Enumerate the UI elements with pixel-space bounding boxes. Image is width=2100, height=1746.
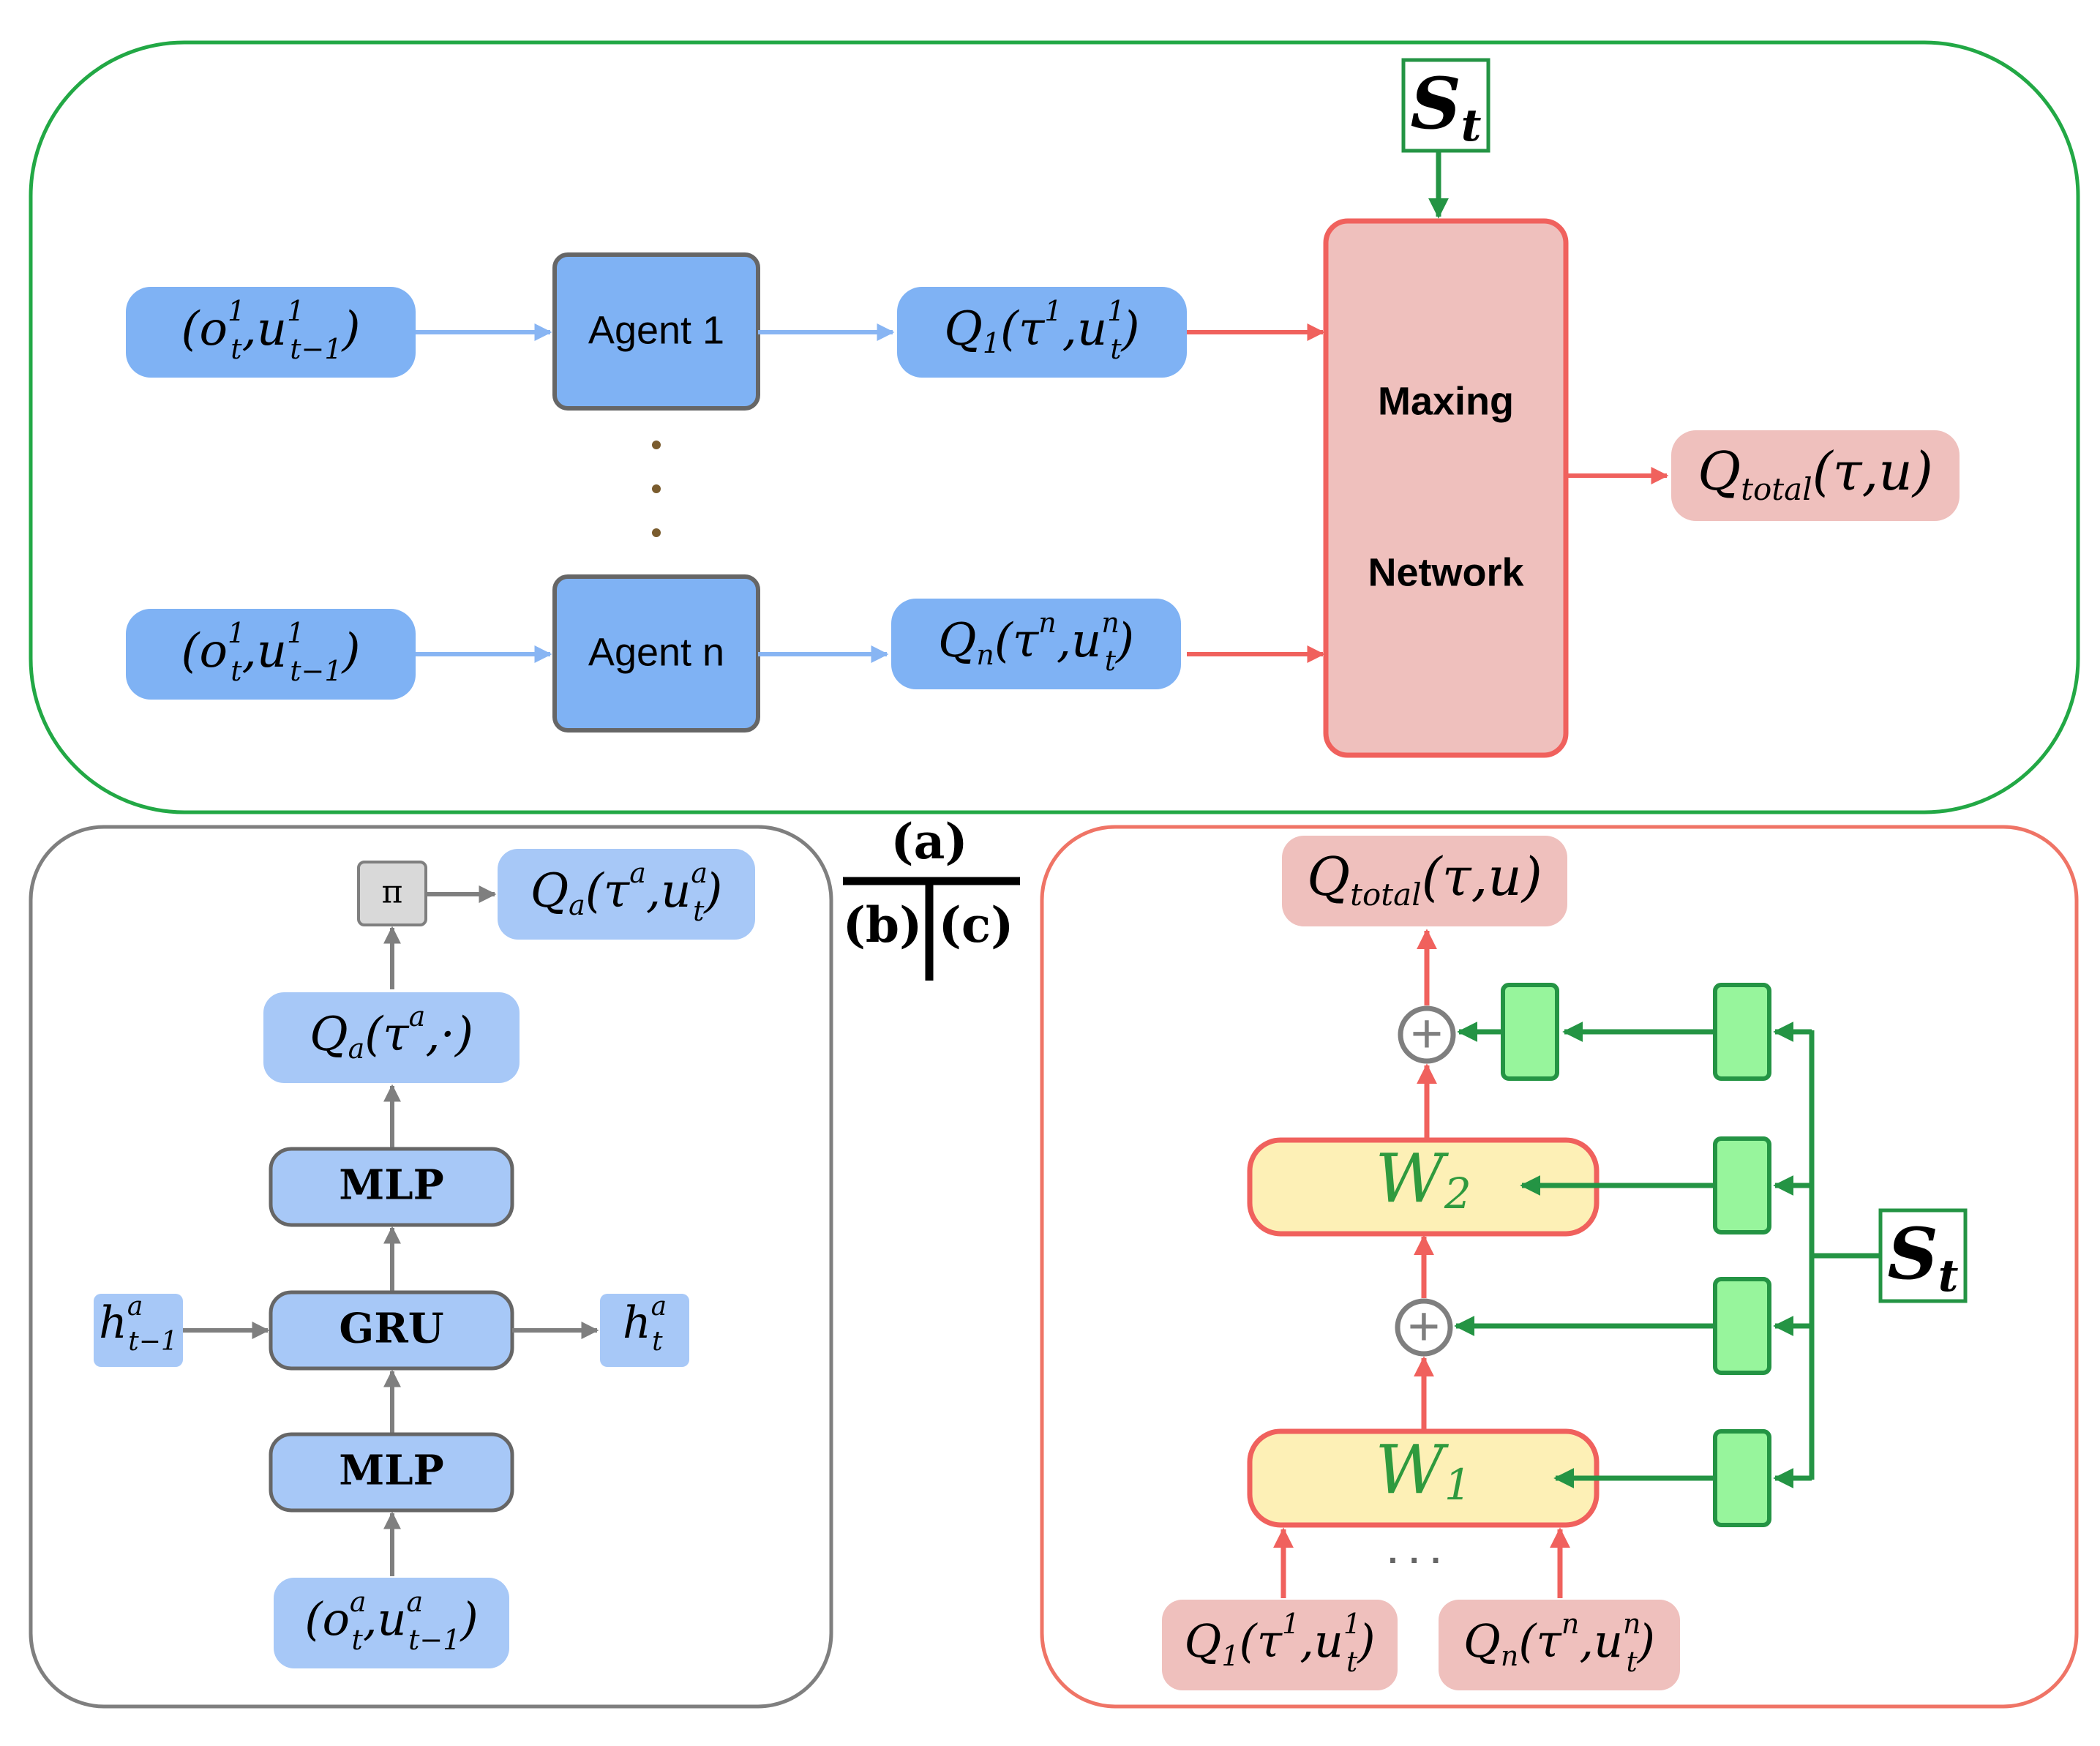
panel-c: Qtotal(τ,u) + W2 + W1 · · · Q1( [1040, 825, 2079, 1709]
mlp-top-box [269, 1147, 514, 1227]
input-1-box [126, 287, 416, 378]
ellipsis-dot-3 [652, 528, 661, 537]
hyper-layer-1 [1713, 983, 1771, 1081]
ellipsis-dot-2 [652, 484, 661, 493]
panel-labels: (a) (b) (c) [843, 813, 1020, 981]
hyper-layer-3 [1713, 1277, 1771, 1375]
mixing-network-box [1323, 218, 1569, 758]
plus-top: + [1398, 1003, 1456, 1065]
agent-1-label: Agent 1 [588, 308, 724, 352]
c-state-label: St [1887, 1213, 1958, 1302]
state-label: St [1410, 62, 1481, 151]
policy-label: π [382, 874, 403, 911]
c-q-total-label: Qtotal(τ,u) [1307, 846, 1542, 913]
mixing-network-label-1: Maxing [1378, 379, 1514, 423]
c-q-total-box [1282, 836, 1567, 926]
state-box [1401, 58, 1490, 153]
panel-b-border [29, 825, 833, 1709]
q1-box [897, 287, 1187, 378]
mlp-top-label: MLP [339, 1161, 443, 1210]
hypernetwork: St [1454, 983, 1968, 1527]
mlp-bottom-box [269, 1432, 514, 1513]
panel-label-c: (c) [939, 896, 1014, 953]
c-qn-box [1439, 1600, 1680, 1690]
q-total-label: Qtotal(τ,u) [1698, 441, 1933, 507]
agent-input-box [274, 1578, 509, 1668]
q-a-out-box [498, 849, 755, 940]
panel-a-border [29, 40, 2080, 814]
plus-bottom: + [1395, 1295, 1453, 1357]
panel-label-a: (a) [890, 813, 967, 870]
state-base: S [1410, 62, 1460, 145]
qn-box [891, 599, 1181, 689]
plus-top-sign: + [1411, 1003, 1443, 1065]
h-prev-box [94, 1294, 183, 1367]
panel-c-border [1040, 825, 2079, 1709]
hyper-layer-4 [1713, 1429, 1771, 1527]
w2-label: W2 [1375, 1139, 1471, 1218]
c-q1-box [1162, 1600, 1398, 1690]
c-state-box [1878, 1208, 1968, 1303]
c-ellipsis: · · · [1388, 1542, 1443, 1581]
q-total-box [1671, 430, 1960, 521]
mlp-bottom-label: MLP [339, 1447, 443, 1495]
agent-n-label: Agent n [588, 630, 724, 674]
w1-label: W1 [1375, 1431, 1471, 1510]
plus-bottom-sign: + [1408, 1295, 1440, 1357]
q-a-all-label: Qa(τa,·) [310, 1000, 473, 1065]
gru-label: GRU [339, 1305, 443, 1353]
ellipsis-dot-1 [652, 441, 661, 449]
q-a-all-box [263, 992, 520, 1083]
panel-label-b: (b) [843, 896, 923, 953]
mixing-network-label-2: Network [1368, 550, 1524, 594]
input-n-box [126, 609, 416, 700]
hyper-layer-2 [1713, 1136, 1771, 1234]
h-next-box [600, 1294, 689, 1367]
hyper-bias-layer [1501, 983, 1559, 1081]
state-sub: t [1461, 100, 1482, 151]
